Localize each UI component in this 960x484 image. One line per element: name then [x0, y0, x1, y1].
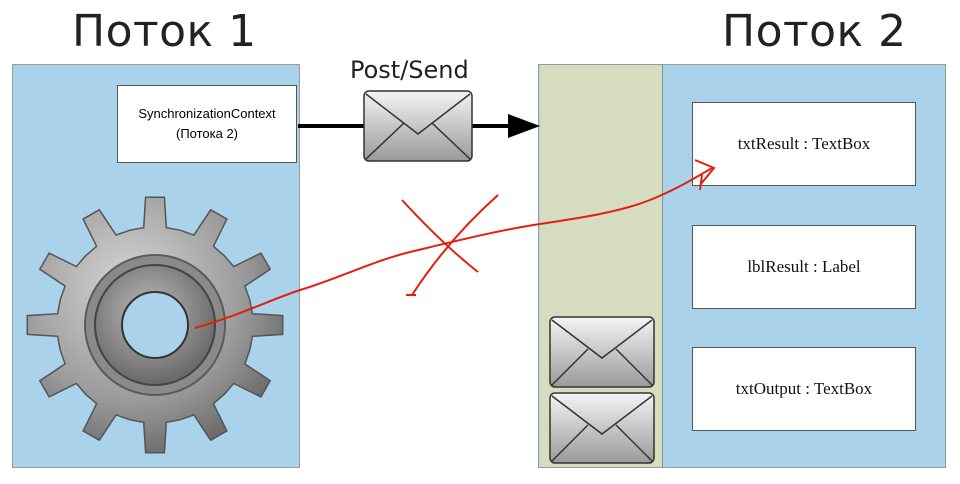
- cross-mark-icon: [401, 194, 499, 296]
- control-txtoutput: txtOutput : TextBox: [692, 347, 916, 431]
- envelope-icon: [549, 392, 655, 464]
- sync-context-label: SynchronizationContext: [138, 106, 276, 121]
- sync-context-box: SynchronizationContext (Потока 2): [117, 85, 297, 163]
- thread2-title: Поток 2: [722, 6, 907, 57]
- thread1-title: Поток 1: [72, 6, 257, 57]
- direct-access-line: [194, 159, 716, 329]
- sync-context-owner: (Потока 2): [175, 126, 239, 141]
- post-send-label: Post/Send: [350, 56, 469, 84]
- control-txtresult: txtResult : TextBox: [692, 102, 916, 186]
- control-lblresult: lblResult : Label: [692, 225, 916, 309]
- envelope-icon: [549, 316, 655, 388]
- gear-icon: [26, 196, 284, 454]
- envelope-icon: [363, 90, 473, 162]
